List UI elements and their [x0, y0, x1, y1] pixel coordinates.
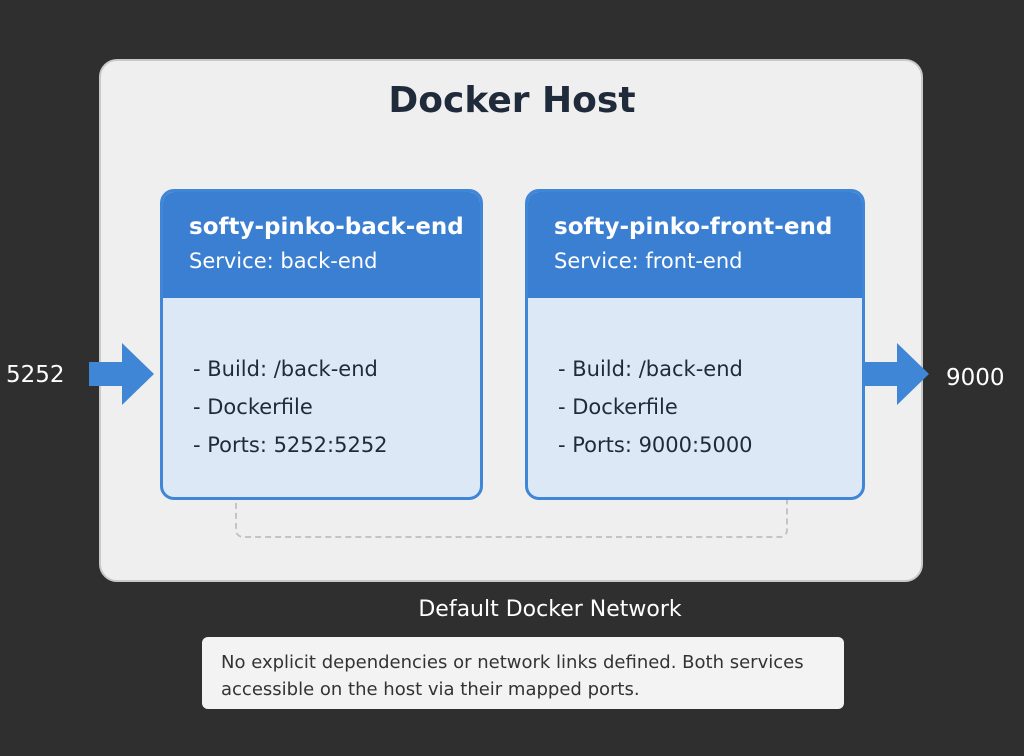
network-connector [235, 498, 788, 538]
outbound-port-label: 9000 [946, 365, 1005, 391]
host-title: Docker Host [388, 80, 636, 121]
build-line: - Build: /back-end [193, 357, 378, 381]
build-line: - Build: /back-end [558, 357, 743, 381]
service-label: Service: back-end [189, 249, 378, 273]
network-label: Default Docker Network [418, 597, 682, 622]
service-name: softy-pinko-back-end [189, 214, 464, 240]
service-name: softy-pinko-front-end [554, 214, 833, 240]
outbound-arrow-icon [864, 343, 930, 405]
service-details: - Build: /back-end - Dockerfile - Ports:… [528, 298, 862, 464]
service-card-back-end: softy-pinko-back-end Service: back-end -… [160, 189, 483, 500]
service-header: softy-pinko-front-end Service: front-end [528, 192, 862, 298]
service-header: softy-pinko-back-end Service: back-end [163, 192, 480, 298]
ports-line: - Ports: 9000:5000 [558, 433, 753, 457]
service-details: - Build: /back-end - Dockerfile - Ports:… [163, 298, 480, 464]
dockerfile-line: - Dockerfile [193, 395, 313, 419]
inbound-arrow-icon [89, 343, 155, 405]
service-label: Service: front-end [554, 249, 743, 273]
inbound-port-label: 5252 [6, 362, 65, 388]
dockerfile-line: - Dockerfile [558, 395, 678, 419]
service-card-front-end: softy-pinko-front-end Service: front-end… [525, 189, 865, 500]
ports-line: - Ports: 5252:5252 [193, 433, 388, 457]
network-note: No explicit dependencies or network link… [202, 637, 844, 709]
